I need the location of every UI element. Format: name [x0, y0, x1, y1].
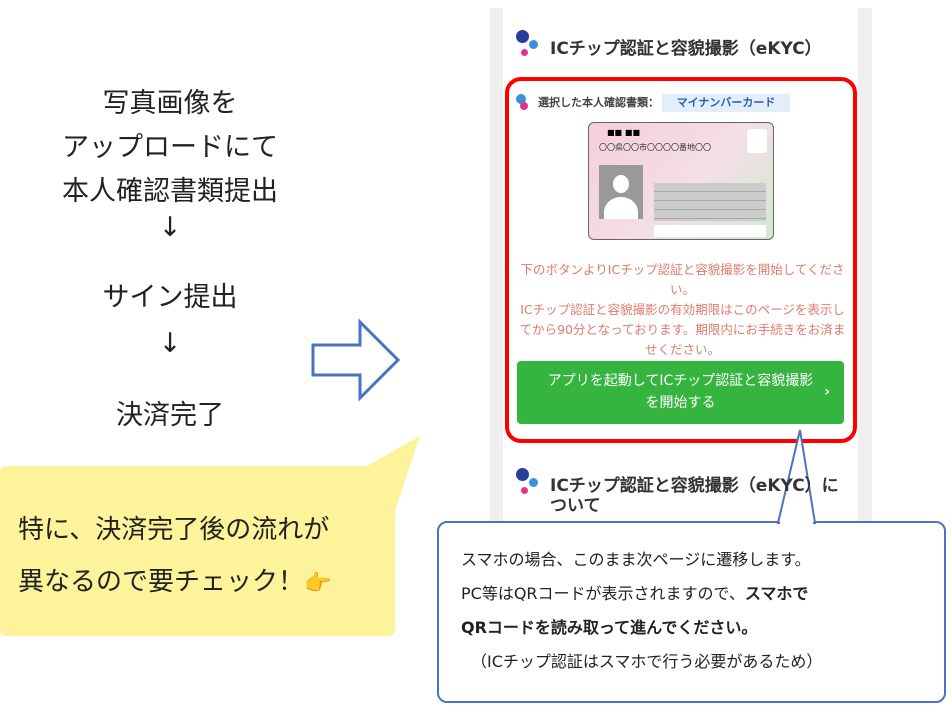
- note-line: 異なるので要チェック！👉: [18, 556, 395, 610]
- logo-icon: [516, 468, 542, 496]
- note-callout: 特に、決済完了後の流れが 異なるので要チェック！👉: [0, 466, 395, 636]
- notice-line: 下のボタンよりICチップ認証と容貌撮影を開始してください。: [520, 262, 845, 297]
- note-line: 特に、決済完了後の流れが: [18, 515, 330, 545]
- instruction-text: 下のボタンよりICチップ認証と容貌撮影を開始してください。 ICチップ認証と容貌…: [515, 260, 850, 360]
- flow-step-payment: 決済完了: [116, 400, 224, 431]
- logo-icon: [516, 94, 532, 112]
- start-ekyc-button[interactable]: アプリを起動してICチップ認証と容貌撮影を開始する ›: [517, 361, 844, 424]
- down-arrow-icon: ↓: [158, 328, 182, 359]
- flow-step-upload: 写真画像を アップロードにて 本人確認書類提出: [20, 82, 320, 214]
- selected-doc-badge: マイナンバーカード: [662, 94, 790, 112]
- button-label: アプリを起動してICチップ認証と容貌撮影を開始する: [547, 373, 814, 411]
- card-photo: [599, 165, 643, 219]
- highlight-frame: [505, 77, 857, 443]
- note-text: 異なるので要チェック！: [18, 567, 305, 597]
- section-title-about: ICチップ認証と容貌撮影（eKYC）について: [550, 476, 839, 516]
- section-title: ICチップ認証と容貌撮影（eKYC）: [550, 39, 822, 59]
- down-arrow-icon: ↓: [158, 212, 182, 243]
- card-name: ■■ ■■: [607, 128, 641, 137]
- logo-icon: [516, 30, 542, 58]
- callout-line: PC等はQRコードが表示されますので、スマホで: [461, 577, 944, 611]
- callout-line: スマホの場合、このまま次ページに遷移します。: [461, 550, 811, 569]
- right-arrow-icon: [311, 318, 401, 402]
- my-number-card-image: ■■ ■■ 〇〇県〇〇市〇〇〇〇番地〇〇: [588, 122, 774, 240]
- flow-text: 本人確認書類提出: [62, 176, 278, 207]
- flow-text: 写真画像を: [102, 88, 238, 119]
- card-address: 〇〇県〇〇市〇〇〇〇番地〇〇: [599, 143, 711, 152]
- flow-step-sign: サイン提出: [102, 282, 238, 313]
- callout-line: （ICチップ認証はスマホで行う必要があるため）: [471, 652, 823, 671]
- info-callout: スマホの場合、このまま次ページに遷移します。 PC等はQRコードが表示されますの…: [437, 521, 946, 703]
- callout-bold: QRコードを読み取って進んでください。: [461, 618, 758, 637]
- chevron-right-icon: ›: [824, 384, 830, 400]
- selected-doc-label: 選択した本人確認書類：: [538, 96, 659, 109]
- pointing-hand-icon: 👉: [304, 571, 332, 596]
- callout-bold: スマホで: [744, 584, 809, 603]
- flow-text: アップロードにて: [62, 132, 278, 163]
- notice-line: ICチップ認証と容貌撮影の有効期限はこのページを表示してから90分となっておりま…: [519, 302, 846, 357]
- callout-text: PC等はQRコードが表示されますので、: [461, 584, 745, 603]
